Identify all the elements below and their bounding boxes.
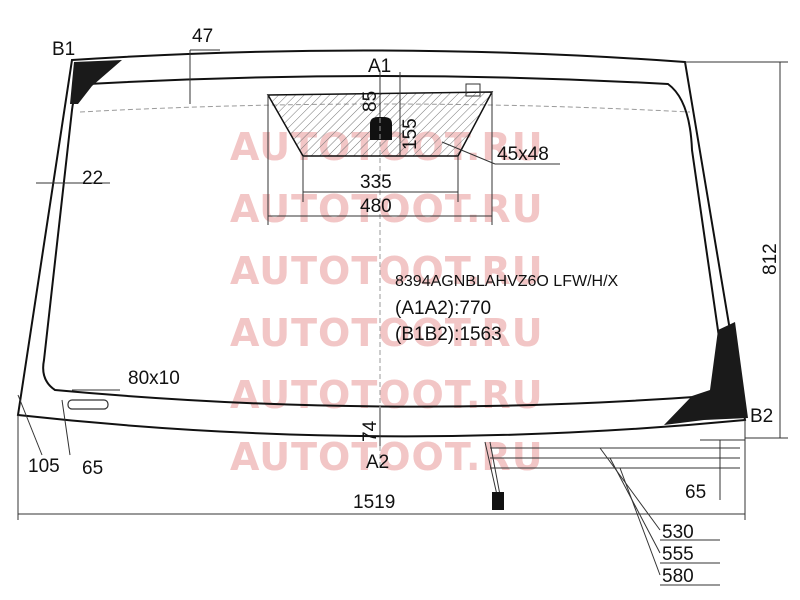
dim-label-105: 105: [28, 456, 60, 477]
dim-label-47: 47: [192, 26, 213, 47]
b1b2-label: (B1B2):1563: [395, 324, 502, 345]
dim-label-80x10: 80x10: [128, 368, 180, 389]
point-label-a2: A2: [366, 452, 389, 473]
corner-black-b1: [70, 60, 122, 104]
a1a2-label: (A1A2):770: [395, 298, 491, 319]
point-label-b2: B2: [750, 406, 773, 427]
corner-black-b2: [664, 322, 748, 425]
watermark-3: AUTOTOOT.RU: [230, 249, 544, 293]
dashed-reference-line: [79, 103, 691, 113]
point-label-b1: B1: [52, 39, 75, 60]
dim-label-155: 155: [400, 118, 421, 150]
dim-label-65-left: 65: [82, 458, 103, 479]
connector-plug: [492, 492, 504, 510]
dim-line-105: [17, 394, 43, 456]
dim-label-45x48: 45x48: [497, 144, 549, 165]
vin-window-80x10: [67, 399, 109, 410]
dim-label-74: 74: [360, 420, 381, 442]
sensor-black-block: [370, 117, 392, 140]
leader-580: [619, 467, 661, 576]
dim-label-580: 580: [662, 566, 694, 587]
dim-label-1519: 1519: [353, 492, 395, 513]
dim-label-22: 22: [82, 168, 103, 189]
part-code: 8394AGNBLAHVZ6O LFW/H/X: [395, 273, 619, 290]
dim-label-480: 480: [360, 196, 392, 217]
dim-line-65-left: [61, 399, 71, 456]
leader-555: [609, 457, 661, 554]
watermark-2: AUTOTOOT.RU: [230, 187, 544, 231]
leader-45x48: [441, 141, 496, 165]
dim-label-65-right: 65: [685, 482, 706, 503]
point-label-a1: A1: [368, 56, 391, 77]
watermark-group: AUTOTOOT.RU AUTOTOOT.RU AUTOTOOT.RU AUTO…: [230, 125, 544, 479]
leader-530: [599, 447, 661, 531]
sensor-small-box: [465, 83, 481, 97]
dim-label-85: 85: [360, 91, 381, 112]
dim-label-555: 555: [662, 544, 694, 565]
watermark-4: AUTOTOOT.RU: [230, 311, 544, 355]
glass-outer-outline: [16, 49, 747, 438]
dim-label-812: 812: [760, 243, 781, 275]
watermark-5: AUTOTOOT.RU: [230, 373, 544, 417]
dim-label-335: 335: [360, 172, 392, 193]
dim-label-530: 530: [662, 522, 694, 543]
